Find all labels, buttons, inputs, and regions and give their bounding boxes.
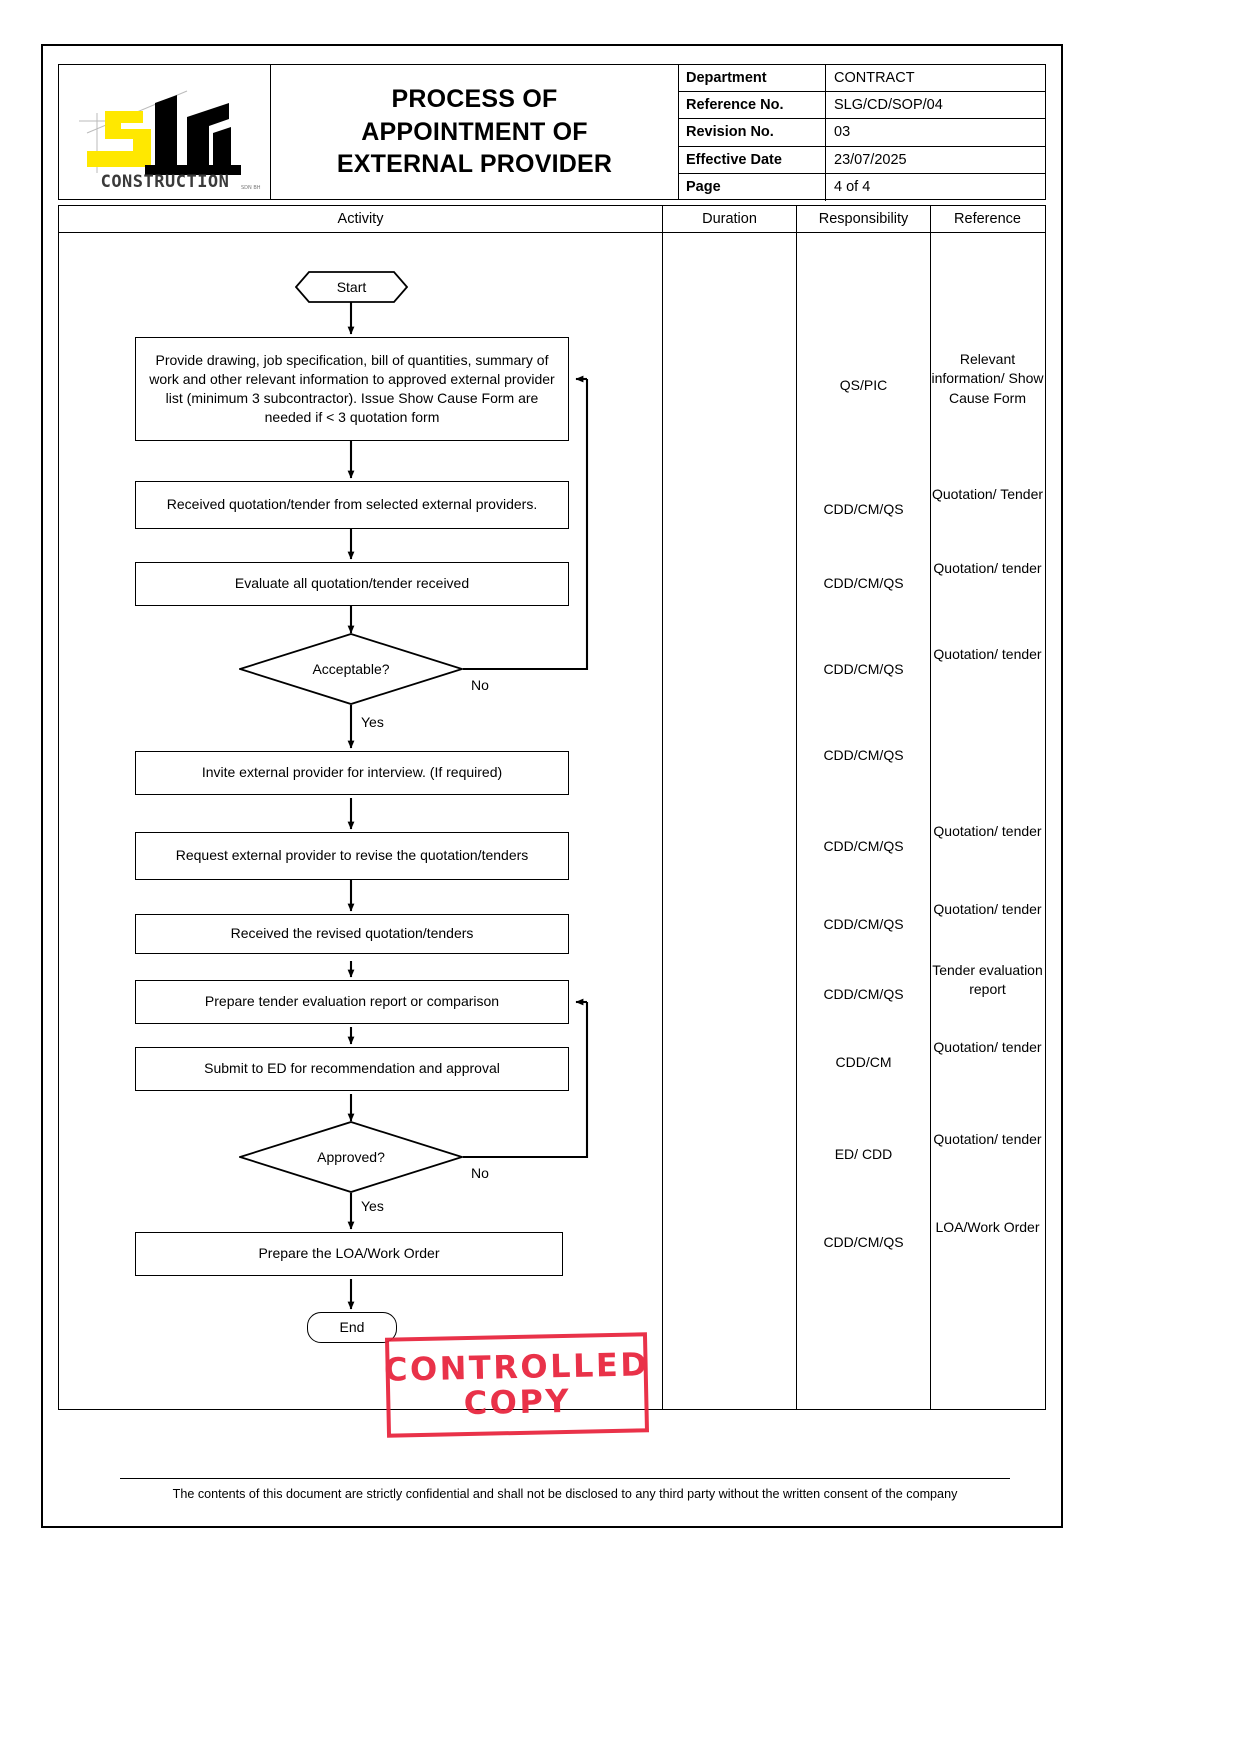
reference-value-2: Quotation/ Tender xyxy=(931,486,1044,502)
page-outer-border xyxy=(41,44,1063,1528)
edge-label-acceptable-yes: Yes xyxy=(361,714,384,730)
diamond-shape xyxy=(239,1121,463,1193)
flow-node-approved-label: Approved? xyxy=(317,1149,385,1165)
meta-label-department: Department xyxy=(679,65,826,92)
reference-value-8: Tender evaluation report xyxy=(932,962,1043,998)
flow-node-start-label: Start xyxy=(336,279,367,295)
flow-node-prepare-evaluation-report: Prepare tender evaluation report or comp… xyxy=(135,980,569,1024)
flow-node-received-revised: Received the revised quotation/tenders xyxy=(135,914,569,954)
flow-node-invite-interview: Invite external provider for interview. … xyxy=(135,751,569,795)
flow-node-prepare-evaluation-report-label: Prepare tender evaluation report or comp… xyxy=(204,993,500,1010)
flow-node-received-quotation-label: Received quotation/tender from selected … xyxy=(166,496,538,513)
meta-value-page: 4 of 4 xyxy=(834,179,871,196)
title-line-2: APPOINTMENT OF xyxy=(361,117,588,146)
reference-value-10: Quotation/ tender xyxy=(933,1131,1042,1147)
meta-label-revision-no: Revision No. xyxy=(679,119,826,146)
meta-value-department: CONTRACT xyxy=(834,70,915,87)
meta-row-page: Page 4 of 4 xyxy=(679,173,1045,201)
footer-confidentiality-note: The contents of this document are strict… xyxy=(172,1487,958,1501)
diamond-shape xyxy=(239,633,463,705)
flow-node-evaluate-quotation-label: Evaluate all quotation/tender received xyxy=(234,575,470,592)
responsibility-value-8: CDD/CM/QS xyxy=(823,986,904,1002)
svg-text:SDN BHD: SDN BHD xyxy=(241,185,261,191)
flow-node-end-label: End xyxy=(339,1318,365,1335)
title-line-1: PROCESS OF xyxy=(391,85,558,114)
reference-value-3: Quotation/ tender xyxy=(933,560,1042,576)
responsibility-value-6: CDD/CM/QS xyxy=(823,838,904,854)
meta-row-revision-no: Revision No. 03 xyxy=(679,119,1045,147)
process-table-header-row: Activity Duration Responsibility Referen… xyxy=(59,206,1045,233)
document-title-cell: PROCESS OF APPOINTMENT OF EXTERNAL PROVI… xyxy=(271,65,679,199)
reference-value-4: Quotation/ tender xyxy=(933,646,1042,662)
process-table: Activity Duration Responsibility Referen… xyxy=(58,205,1046,1410)
edge-label-approved-yes: Yes xyxy=(361,1198,384,1214)
company-logo-cell: CONSTRUCTION SDN BHD xyxy=(59,65,271,199)
meta-row-department: Department CONTRACT xyxy=(679,65,1045,93)
activity-column: Start Provide drawing, job specification… xyxy=(59,233,663,1409)
reference-value-6: Quotation/ tender xyxy=(933,823,1042,839)
responsibility-value-2: CDD/CM/QS xyxy=(823,501,904,517)
controlled-copy-stamp: CONTROLLED COPY xyxy=(383,1332,650,1438)
document-meta-table: Department CONTRACT Reference No. SLG/CD… xyxy=(679,65,1045,201)
hexagon-shape xyxy=(295,271,408,303)
duration-column xyxy=(663,233,797,1409)
flow-node-acceptable-label: Acceptable? xyxy=(312,661,390,677)
meta-label-effective-date: Effective Date xyxy=(679,146,826,173)
reference-value-7: Quotation/ tender xyxy=(933,901,1042,917)
flow-node-provide-drawing: Provide drawing, job specification, bill… xyxy=(135,337,569,441)
flowchart: Start Provide drawing, job specification… xyxy=(59,233,663,1409)
meta-label-page: Page xyxy=(679,173,826,201)
meta-value-effective-date: 23/07/2025 xyxy=(834,151,907,168)
flow-node-provide-drawing-label: Provide drawing, job specification, bill… xyxy=(149,351,555,426)
meta-label-reference-no: Reference No. xyxy=(679,92,826,119)
flow-node-request-revise-label: Request external provider to revise the … xyxy=(175,847,529,864)
flow-node-approved-decision: Approved? xyxy=(239,1121,463,1193)
responsibility-value-1: QS/PIC xyxy=(839,377,888,393)
stamp-line-2: COPY xyxy=(463,1381,572,1423)
responsibility-value-10: ED/ CDD xyxy=(834,1146,893,1162)
edge-label-approved-no: No xyxy=(471,1165,489,1181)
flow-node-received-revised-label: Received the revised quotation/tenders xyxy=(230,925,474,942)
meta-row-reference-no: Reference No. SLG/CD/SOP/04 xyxy=(679,92,1045,120)
meta-value-revision-no: 03 xyxy=(834,124,851,141)
flow-node-submit-to-ed-label: Submit to ED for recommendation and appr… xyxy=(204,1060,500,1077)
flow-node-start: Start xyxy=(295,271,408,303)
reference-value-11: LOA/Work Order xyxy=(935,1219,1040,1235)
process-table-body: Start Provide drawing, job specification… xyxy=(59,233,1045,1409)
edge-label-acceptable-no: No xyxy=(471,677,489,693)
meta-value-reference-no: SLG/CD/SOP/04 xyxy=(834,97,943,114)
reference-column: Relevant information/ Show Cause Form Qu… xyxy=(931,233,1044,1409)
reference-value-1: Relevant information/ Show Cause Form xyxy=(931,351,1044,406)
responsibility-value-7: CDD/CM/QS xyxy=(823,916,904,932)
flow-node-evaluate-quotation: Evaluate all quotation/tender received xyxy=(135,562,569,606)
logo-icon: CONSTRUCTION SDN BHD xyxy=(78,90,261,191)
footer-divider xyxy=(120,1478,1010,1479)
flow-node-prepare-loa: Prepare the LOA/Work Order xyxy=(135,1232,563,1276)
svg-text:CONSTRUCTION: CONSTRUCTION xyxy=(100,172,229,191)
responsibility-value-9: CDD/CM xyxy=(835,1054,892,1070)
stamp-line-1: CONTROLLED xyxy=(383,1345,650,1390)
document-header: CONSTRUCTION SDN BHD PROCESS OF APPOINTM… xyxy=(58,64,1046,201)
column-header-activity: Activity xyxy=(59,206,663,232)
flow-node-end: End xyxy=(307,1312,397,1343)
flow-node-submit-to-ed: Submit to ED for recommendation and appr… xyxy=(135,1047,569,1091)
flow-node-received-quotation: Received quotation/tender from selected … xyxy=(135,481,569,529)
reference-value-9: Quotation/ tender xyxy=(933,1039,1042,1055)
flow-node-acceptable-decision: Acceptable? xyxy=(239,633,463,705)
responsibility-value-4: CDD/CM/QS xyxy=(823,661,904,677)
responsibility-column: QS/PIC CDD/CM/QS CDD/CM/QS CDD/CM/QS CDD… xyxy=(797,233,931,1409)
column-header-duration: Duration xyxy=(663,206,797,232)
page-title: PROCESS OF APPOINTMENT OF EXTERNAL PROVI… xyxy=(337,83,612,181)
column-header-reference: Reference xyxy=(954,211,1021,227)
flow-node-prepare-loa-label: Prepare the LOA/Work Order xyxy=(258,1245,440,1262)
column-header-responsibility: Responsibility xyxy=(797,206,931,232)
responsibility-value-11: CDD/CM/QS xyxy=(823,1234,904,1250)
responsibility-value-5: CDD/CM/QS xyxy=(823,747,904,763)
flow-node-request-revise: Request external provider to revise the … xyxy=(135,832,569,880)
slg-construction-logo: CONSTRUCTION SDN BHD xyxy=(69,73,261,191)
flow-node-invite-interview-label: Invite external provider for interview. … xyxy=(201,764,503,781)
responsibility-value-3: CDD/CM/QS xyxy=(823,575,904,591)
meta-row-effective-date: Effective Date 23/07/2025 xyxy=(679,146,1045,174)
title-line-3: EXTERNAL PROVIDER xyxy=(336,150,613,179)
